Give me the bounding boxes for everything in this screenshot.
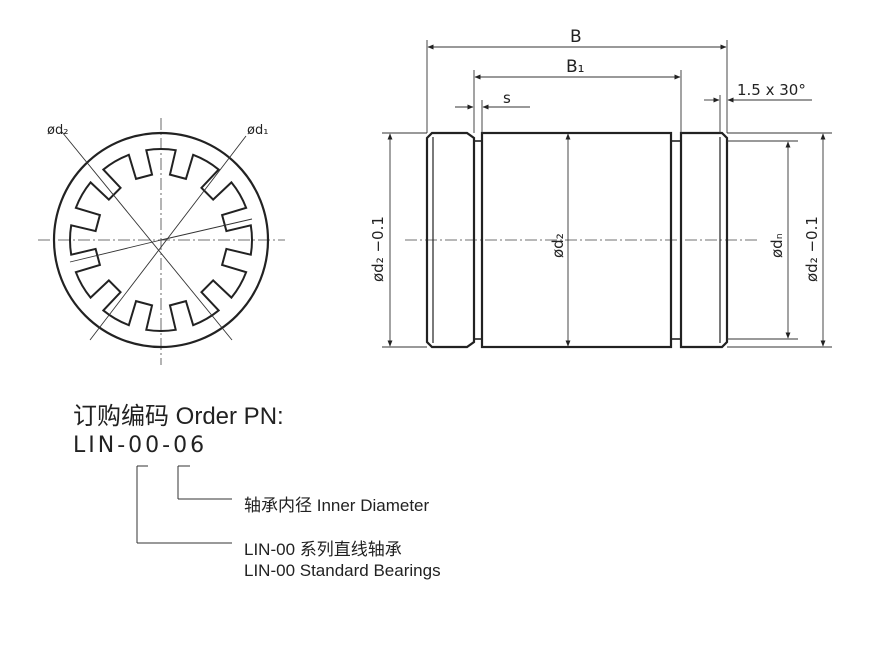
dim-label-dn: ødₙ [768,233,786,258]
front-label-d1: ød₁ [247,123,268,138]
d1-radial-line [69,239,162,263]
series-note-cn: LIN-00 系列直线轴承 [244,540,402,559]
inner-diameter-note: 轴承内径 Inner Diameter [244,496,430,515]
order-pn-title: 订购编码 Order PN: [73,403,284,430]
dim-label-s: s [503,89,511,107]
dim-label-right-d2: ød₂ −0.1 [803,216,821,282]
order-pn-code: LIN-00-06 [73,433,208,458]
front-label-d2: ød₂ [47,123,68,138]
left-end-ring [425,131,476,349]
d2-leader-line [61,131,233,341]
side-view: B B₁ s 1.5 x 30° ød₂ −0.1 ød₂ ødₙ ø [369,27,832,349]
dim-label-left-d2: ød₂ −0.1 [369,216,387,282]
dim-label-center-d2: ød₂ [549,233,567,258]
d1-radial-line-2 [160,218,253,241]
right-end-ring [679,131,729,349]
dim-label-B: B [570,27,582,47]
outer-ring [52,131,270,349]
order-code-leaders [136,465,232,544]
toothed-inner-profile [69,148,253,332]
front-view: ød₂ ød₁ [38,118,285,365]
dim-label-B1: B₁ [566,57,584,77]
dim-label-chamfer: 1.5 x 30° [737,81,806,99]
series-note-en: LIN-00 Standard Bearings [244,561,441,580]
